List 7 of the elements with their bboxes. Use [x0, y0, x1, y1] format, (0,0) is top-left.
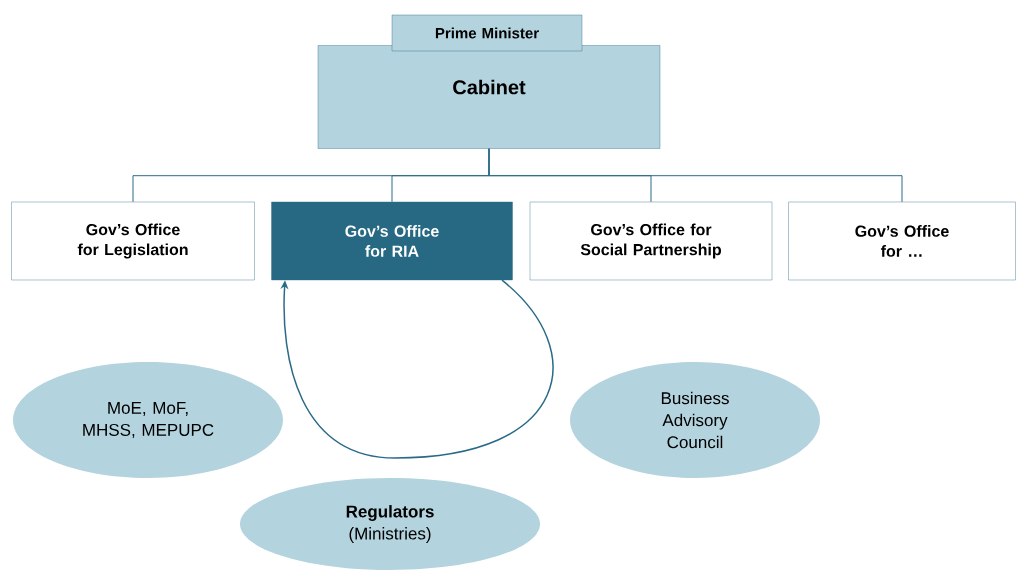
office-box: Gov’s Office for RIA	[271, 201, 513, 281]
title-box: Prime Minister	[391, 14, 583, 52]
office-box: Gov’s Office for …	[788, 201, 1016, 281]
cycle-arrow	[280, 279, 554, 459]
office-box: Gov’s Office for Legislation	[11, 201, 255, 281]
office-box: Gov’s Office for Social Partnership	[529, 201, 773, 281]
connector	[488, 148, 903, 203]
